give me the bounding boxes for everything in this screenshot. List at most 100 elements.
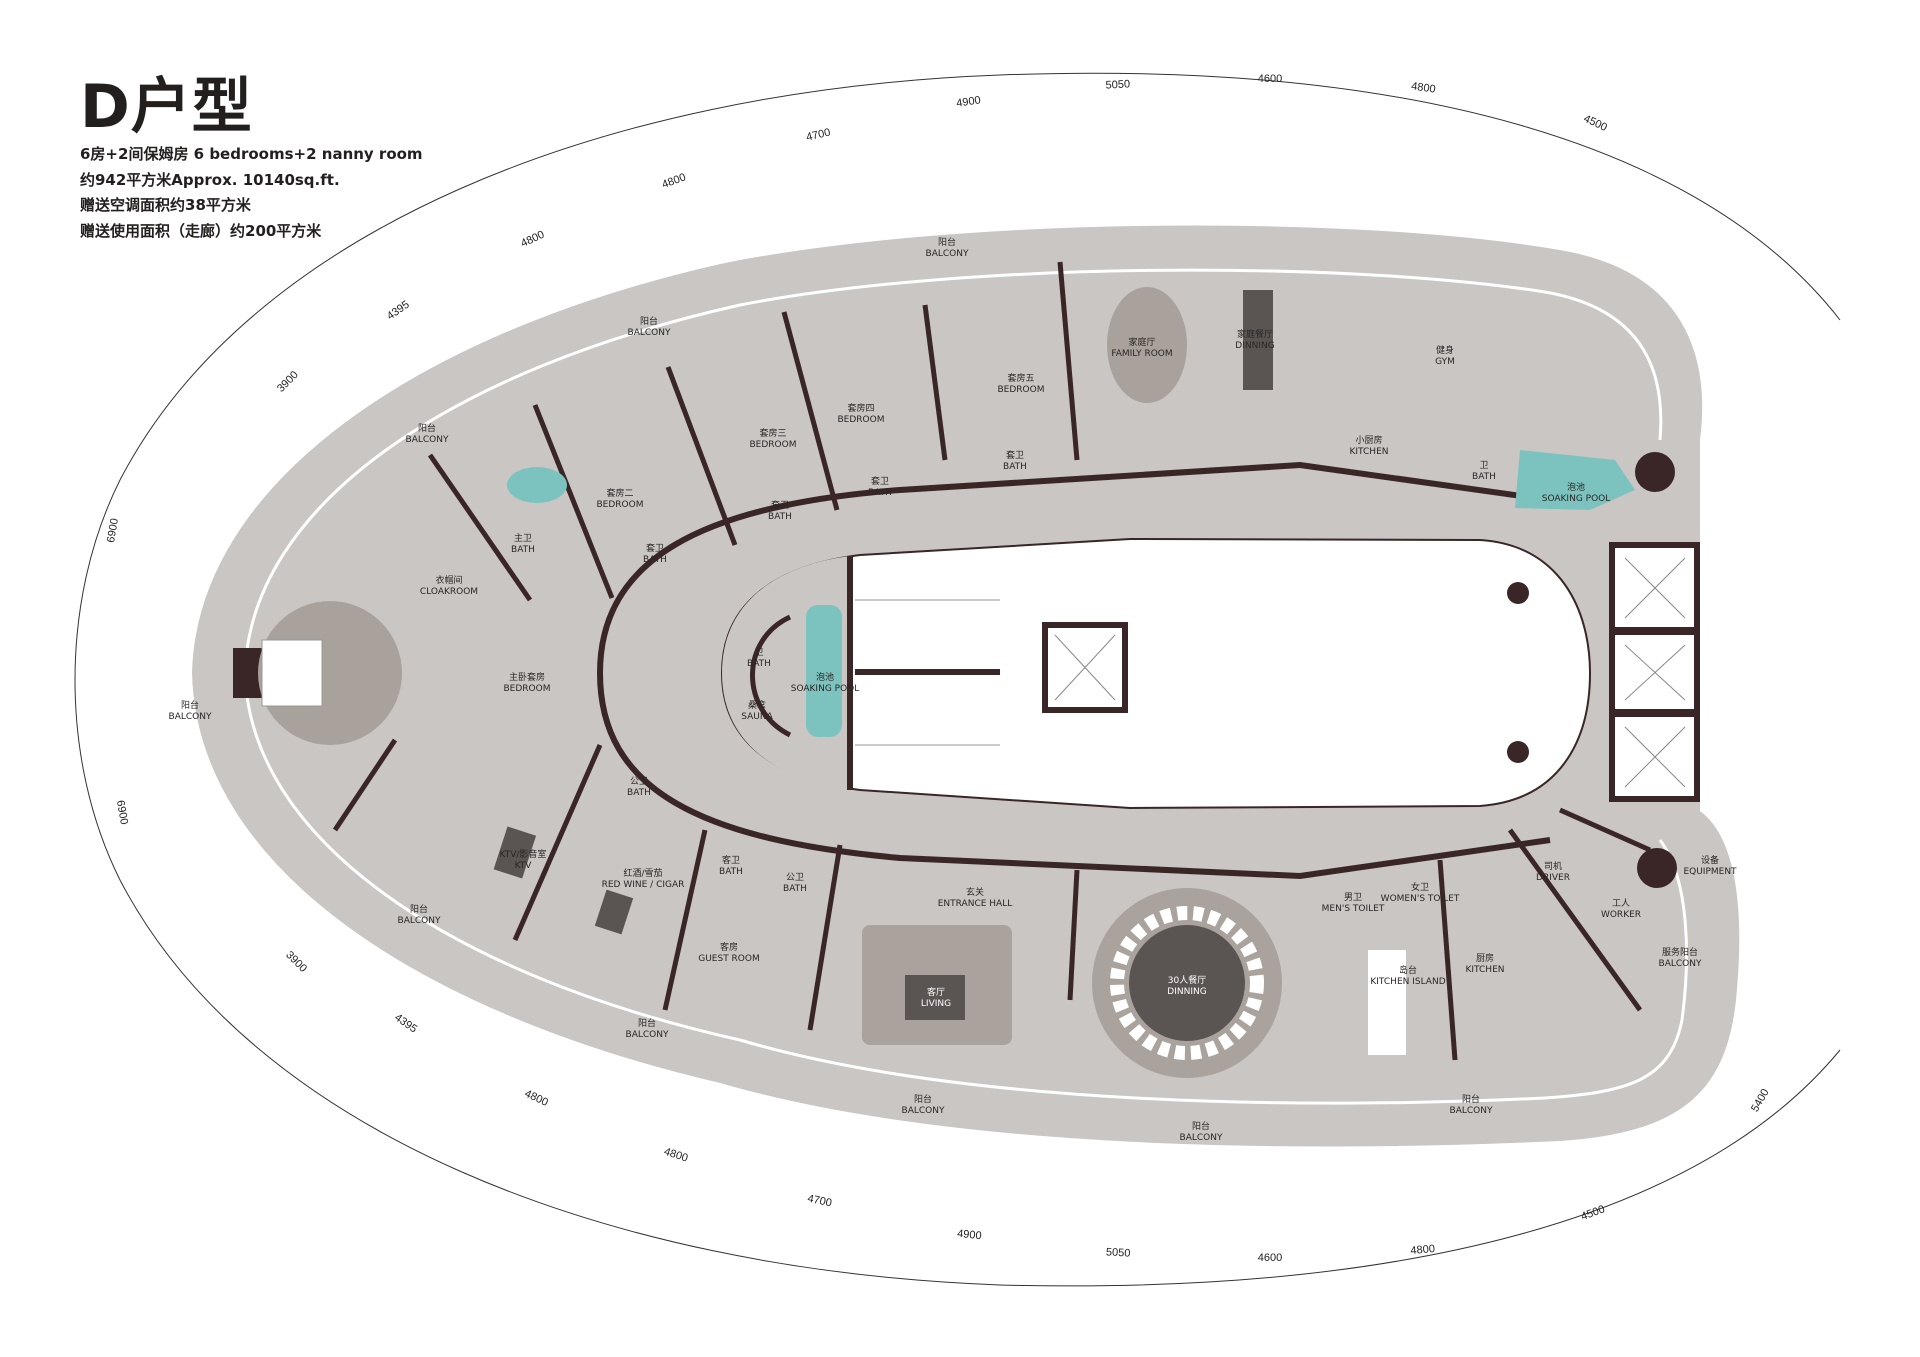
room-label-cn: 女卫	[1411, 881, 1429, 893]
room-label-en: BALCONY	[628, 328, 671, 338]
gym-soaking-pool	[1515, 450, 1635, 510]
room-label-en: BEDROOM	[998, 385, 1045, 395]
elevator-core	[1042, 622, 1128, 713]
room-label-en: BATH	[783, 884, 807, 894]
room-label-cn: 套房四	[847, 402, 874, 414]
room-label-en: GYM	[1435, 357, 1455, 367]
room-label-cn: 阳台	[938, 236, 956, 248]
room-label-en: KITCHEN	[1350, 447, 1389, 457]
room-label-cn: 红酒/雪茄	[623, 867, 662, 879]
dimension-label: 4600	[1258, 73, 1282, 85]
room-label-en: BATH	[747, 659, 771, 669]
dimension-label: 4800	[662, 1146, 689, 1165]
room-label-cn: 工人	[1612, 898, 1630, 909]
corridor-wall	[597, 461, 1551, 880]
dimension-label: 4395	[392, 1012, 419, 1036]
room-label-en: WORKER	[1601, 910, 1641, 920]
room-label-cn: 客卫	[722, 854, 740, 866]
room-label-en: BEDROOM	[838, 415, 885, 425]
room-label-en: BALCONY	[398, 916, 441, 926]
room-label-en: FAMILY ROOM	[1111, 349, 1172, 359]
room-label-en: BALCONY	[626, 1030, 669, 1040]
round-dining-table	[1129, 925, 1245, 1041]
dimension-label: 3900	[283, 949, 309, 975]
room-label-en: KITCHEN	[1466, 965, 1505, 975]
room-label-cn: 服务阳台	[1662, 946, 1698, 958]
room-label-cn: 家庭餐厅	[1237, 328, 1273, 340]
right-elevators	[1609, 542, 1700, 802]
room-label-cn: 客房	[720, 941, 738, 953]
master-bed	[261, 639, 323, 707]
room-label-cn: 公卫	[786, 872, 804, 883]
room-label-cn: 套房五	[1007, 372, 1034, 384]
dimension-label: 5050	[1105, 78, 1130, 91]
room-label-cn: 阳台	[410, 903, 428, 915]
room-label-en: DRIVER	[1536, 873, 1570, 883]
soaking-pool-core	[806, 605, 842, 737]
room-label-en: BATH	[511, 545, 535, 555]
dimension-label: 4395	[385, 299, 412, 323]
room-label-en: SOAKING POOL	[1542, 494, 1611, 504]
room-label-cn: 阳台	[914, 1093, 932, 1105]
room-label-en: BALCONY	[1450, 1106, 1493, 1116]
sauna-wall	[750, 614, 792, 738]
room-label-en: BATH	[643, 555, 667, 565]
room-label-cn: 桑拿	[748, 699, 766, 711]
dimension-label: 4800	[1410, 80, 1436, 95]
plan-subtitle-rooms: 6房+2间保姆房 6 bedrooms+2 nanny room	[80, 145, 423, 163]
room-label-cn: 玄关	[966, 886, 984, 898]
room-label-cn: 套卫	[871, 475, 889, 487]
room-label-en: KTV	[515, 861, 533, 871]
room-label-en: BATH	[719, 867, 743, 877]
room-label-cn: KTV/影音室	[500, 848, 547, 860]
room-label-cn: 小厨房	[1355, 434, 1382, 446]
round-dining-seats	[1110, 906, 1264, 1060]
bathtub	[507, 467, 567, 503]
room-label-cn: 阳台	[638, 1017, 656, 1029]
room-label-en: BATH	[1472, 472, 1496, 482]
plan-subtitle-area: 约942平方米Approx. 10140sq.ft.	[80, 170, 340, 189]
elevator-cross	[1054, 634, 1116, 701]
room-label-cn: 30人餐厅	[1168, 974, 1206, 986]
kitchen-island	[1368, 950, 1406, 1055]
balcony-line	[243, 268, 1689, 1105]
room-label-cn: 主卫	[514, 532, 532, 544]
room-label-cn: 套房二	[606, 487, 633, 499]
dimension-label: 4800	[660, 171, 687, 191]
room-label-cn: 客厅	[927, 986, 945, 998]
dimension-label: 4800	[523, 1088, 550, 1109]
room-label-en: WOMEN'S TOILET	[1381, 894, 1460, 904]
plan-subtitle-corridor-area: 赠送使用面积（走廊）约200平方米	[80, 221, 322, 240]
plan-header: D户型 6房+2间保姆房 6 bedrooms+2 nanny room 约94…	[80, 72, 423, 244]
room-label-cn: 卫	[754, 648, 763, 658]
room-label-en: BATH	[768, 512, 792, 522]
partition-walls	[332, 261, 1652, 1061]
room-label-cn: 司机	[1544, 860, 1562, 872]
room-label-cn: 套房三	[759, 427, 786, 439]
room-label-cn: 阳台	[640, 315, 658, 327]
room-label-en: BATH	[627, 788, 651, 798]
dimension-label: 4700	[805, 126, 832, 143]
